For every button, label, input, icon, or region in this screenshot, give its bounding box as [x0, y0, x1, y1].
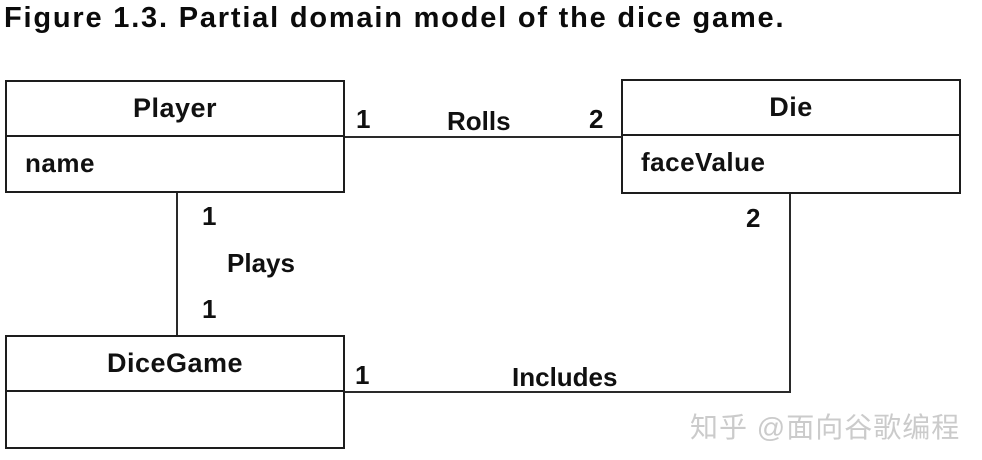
- class-box-player: Player name: [5, 80, 345, 193]
- class-attribute-player-name: name: [25, 147, 95, 178]
- class-attribute-dicegame-empty: [7, 392, 343, 444]
- class-name-player: Player: [7, 82, 343, 137]
- includes-association-line-horizontal: [345, 391, 791, 393]
- figure-caption: Figure 1.3. Partial domain model of the …: [4, 2, 786, 34]
- includes-multiplicity-die: 2: [746, 203, 761, 233]
- includes-association-line-vertical: [789, 194, 791, 393]
- class-box-dicegame: DiceGame: [5, 335, 345, 449]
- plays-association-line: [176, 193, 178, 335]
- class-box-die: Die faceValue: [621, 79, 961, 194]
- includes-multiplicity-dicegame: 1: [355, 360, 370, 390]
- class-name-dicegame: DiceGame: [7, 337, 343, 392]
- plays-association-label: Plays: [227, 248, 295, 278]
- rolls-multiplicity-player: 1: [356, 104, 371, 134]
- rolls-association-line: [345, 136, 622, 138]
- rolls-association-label: Rolls: [447, 106, 511, 136]
- class-name-die: Die: [623, 81, 959, 136]
- includes-association-label: Includes: [512, 362, 618, 392]
- plays-multiplicity-dicegame: 1: [202, 294, 217, 324]
- rolls-multiplicity-die: 2: [589, 104, 604, 134]
- class-attribute-die-facevalue: faceValue: [641, 146, 766, 177]
- plays-multiplicity-player: 1: [202, 201, 217, 231]
- zhihu-watermark: 知乎 @面向谷歌编程: [690, 412, 961, 443]
